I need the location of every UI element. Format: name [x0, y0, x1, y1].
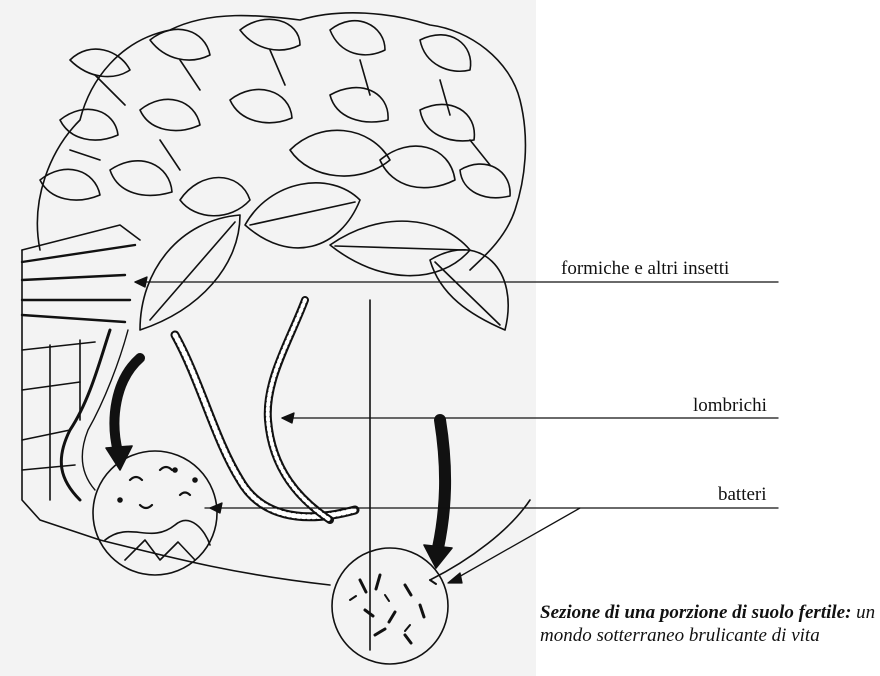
left-arrow	[114, 358, 140, 452]
earthworms-drawing	[175, 300, 355, 520]
soil-block	[22, 225, 530, 650]
ants-label: formiche e altri insetti	[561, 258, 729, 280]
figure-caption: Sezione di una porzione di suolo fertile…	[540, 601, 880, 647]
earthworms-label: lombrichi	[693, 395, 767, 417]
bacteria-label: batteri	[718, 484, 767, 506]
right-arrow	[438, 420, 445, 548]
caption-title: Sezione di una porzione di suolo fertile…	[540, 602, 851, 623]
bacteria-circle-right	[332, 548, 448, 664]
bacteria-circle-left	[93, 451, 217, 575]
callout-lines	[135, 277, 778, 583]
